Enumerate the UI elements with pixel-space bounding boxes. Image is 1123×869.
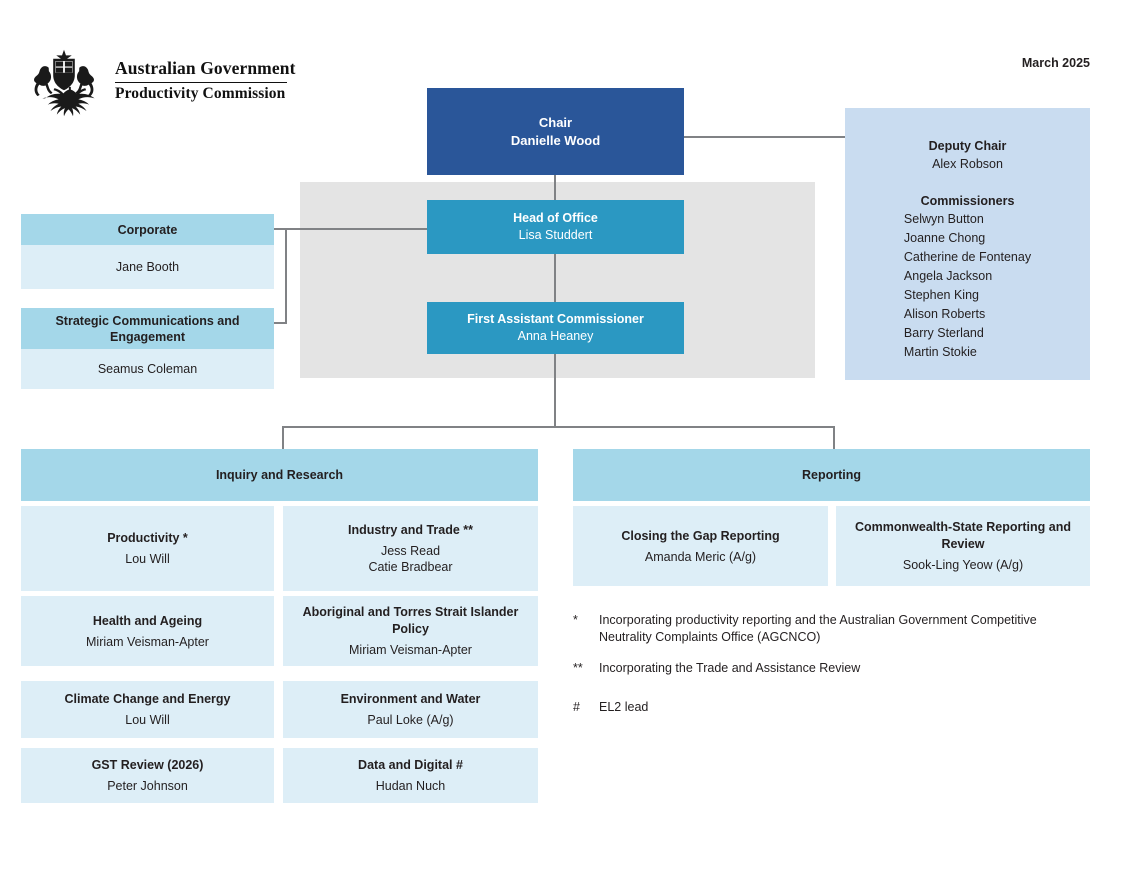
footnote-hash: # EL2 lead (573, 699, 1073, 716)
branch-industry-and-trade[interactable]: Industry and Trade ** Jess Read Catie Br… (283, 506, 538, 591)
australian-coat-of-arms-icon (18, 48, 110, 120)
strategic-comms-body: Seamus Coleman (21, 349, 274, 389)
commissioners-panel: Deputy Chair Alex Robson Commissioners S… (845, 108, 1090, 380)
branch-lead: Jess Read (380, 544, 441, 558)
division-header-inquiry-and-research[interactable]: Inquiry and Research (21, 449, 538, 501)
chair-title: Chair (538, 114, 573, 130)
brand-line-australian-government: Australian Government (115, 58, 296, 78)
commissioners-label: Commissioners (920, 194, 1015, 208)
division-header-reporting[interactable]: Reporting (573, 449, 1090, 501)
strategic-comms-name: Seamus Coleman (97, 361, 198, 376)
branch-title: GST Review (2026) (91, 758, 204, 772)
branch-lead: Amanda Meric (A/g) (644, 549, 757, 564)
branch-lead: Miriam Veisman-Apter (349, 643, 472, 657)
branch-lead: Lou Will (125, 713, 170, 727)
branch-title: Productivity * (107, 531, 188, 545)
connector-strategic-comms-stub (273, 322, 287, 324)
branch-lead: Peter Johnson (107, 779, 188, 793)
strategic-comms-header: Strategic Communications and Engagement (21, 308, 274, 349)
branch-environment-and-water[interactable]: Environment and Water Paul Loke (A/g) (283, 681, 538, 738)
corporate-name: Jane Booth (115, 259, 180, 274)
chart-date: March 2025 (1021, 56, 1090, 70)
connector-support-vertical (285, 228, 287, 324)
connector-chair-to-head-of-office (554, 175, 556, 200)
first-assistant-commissioner-box[interactable]: First Assistant Commissioner Anna Heaney (427, 302, 684, 354)
connector-fac-trunk (554, 354, 556, 426)
support-unit-strategic-communications[interactable]: Strategic Communications and Engagement … (21, 308, 274, 389)
footnote-marker: * (573, 613, 578, 627)
branch-title: Climate Change and Energy (64, 692, 231, 706)
branch-lead: Miriam Veisman-Apter (86, 634, 209, 649)
commissioner-name: Barry Sterland (903, 326, 984, 340)
chair-box[interactable]: Chair Danielle Wood (427, 88, 684, 175)
head-of-office-title: Head of Office (513, 211, 598, 225)
commissioner-name: Martin Stokie (903, 345, 977, 359)
branch-title: Industry and Trade ** (347, 523, 474, 537)
branch-title: Environment and Water (340, 692, 481, 706)
corporate-header: Corporate (21, 214, 274, 245)
branch-lead: Lou Will (125, 552, 170, 566)
chair-name: Danielle Wood (510, 132, 601, 148)
branch-lead: Hudan Nuch (375, 779, 446, 793)
brand-line-productivity-commission: Productivity Commission (115, 85, 286, 102)
head-of-office-name: Lisa Studdert (518, 228, 593, 242)
footnote-marker: ** (573, 661, 583, 675)
footnote-text: Incorporating productivity reporting and… (599, 613, 1037, 644)
commissioner-name: Angela Jackson (903, 269, 993, 283)
connector-support-to-head-of-office (273, 228, 428, 230)
deputy-chair-label: Deputy Chair (928, 139, 1007, 153)
connector-division-bar (282, 426, 835, 428)
footnote-text: Incorporating the Trade and Assistance R… (599, 661, 861, 675)
branch-data-and-digital[interactable]: Data and Digital # Hudan Nuch (283, 748, 538, 803)
branch-title: Closing the Gap Reporting (621, 528, 780, 543)
connector-drop-reporting (833, 426, 835, 449)
connector-drop-inquiry-and-research (282, 426, 284, 449)
branch-commonwealth-state-reporting-and-review[interactable]: Commonwealth-State Reporting and Review … (836, 506, 1090, 586)
division-title-reporting: Reporting (801, 468, 862, 482)
branch-lead-secondary: Catie Bradbear (368, 560, 453, 574)
corporate-body: Jane Booth (21, 245, 274, 289)
branch-productivity[interactable]: Productivity * Lou Will (21, 506, 274, 591)
brand-divider (115, 82, 287, 83)
fac-name: Anna Heaney (517, 329, 594, 343)
fac-title: First Assistant Commissioner (467, 312, 644, 326)
branch-lead: Sook-Ling Yeow (A/g) (902, 558, 1024, 572)
commissioner-name: Selwyn Button (903, 212, 984, 226)
branch-health-and-ageing[interactable]: Health and Ageing Miriam Veisman-Apter (21, 596, 274, 666)
commissioner-name: Joanne Chong (903, 231, 986, 245)
footnotes: * Incorporating productivity reporting a… (573, 612, 1073, 716)
commissioner-name: Alison Roberts (903, 307, 986, 321)
connector-head-of-office-to-fac (554, 254, 556, 302)
deputy-chair-name: Alex Robson (932, 157, 1003, 171)
branch-lead: Paul Loke (A/g) (367, 713, 454, 727)
brand-wordmark: Australian Government Productivity Commi… (115, 58, 315, 103)
branch-closing-the-gap-reporting[interactable]: Closing the Gap Reporting Amanda Meric (… (573, 506, 828, 586)
branch-gst-review[interactable]: GST Review (2026) Peter Johnson (21, 748, 274, 803)
branch-aboriginal-and-torres-strait-islander-policy[interactable]: Aboriginal and Torres Strait Islander Po… (283, 596, 538, 666)
footnote-double-asterisk: ** Incorporating the Trade and Assistanc… (573, 660, 1073, 677)
commissioner-name: Stephen King (903, 288, 979, 302)
commissioner-name: Catherine de Fontenay (903, 250, 1032, 264)
branch-title: Commonwealth-State Reporting and Review (855, 520, 1071, 551)
branch-climate-change-and-energy[interactable]: Climate Change and Energy Lou Will (21, 681, 274, 738)
footnote-marker: # (573, 700, 580, 714)
footnote-asterisk: * Incorporating productivity reporting a… (573, 612, 1073, 646)
head-of-office-box[interactable]: Head of Office Lisa Studdert (427, 200, 684, 254)
support-unit-corporate[interactable]: Corporate Jane Booth (21, 214, 274, 289)
branch-title: Data and Digital # (358, 758, 463, 772)
strategic-comms-title: Strategic Communications and Engagement (55, 313, 240, 344)
corporate-title: Corporate (117, 222, 178, 237)
branch-title: Aboriginal and Torres Strait Islander Po… (302, 605, 519, 636)
division-title-inquiry-and-research: Inquiry and Research (215, 468, 344, 482)
connector-chair-to-commissioners (684, 136, 845, 138)
footnote-text: EL2 lead (599, 700, 649, 714)
branch-title: Health and Ageing (92, 613, 203, 628)
